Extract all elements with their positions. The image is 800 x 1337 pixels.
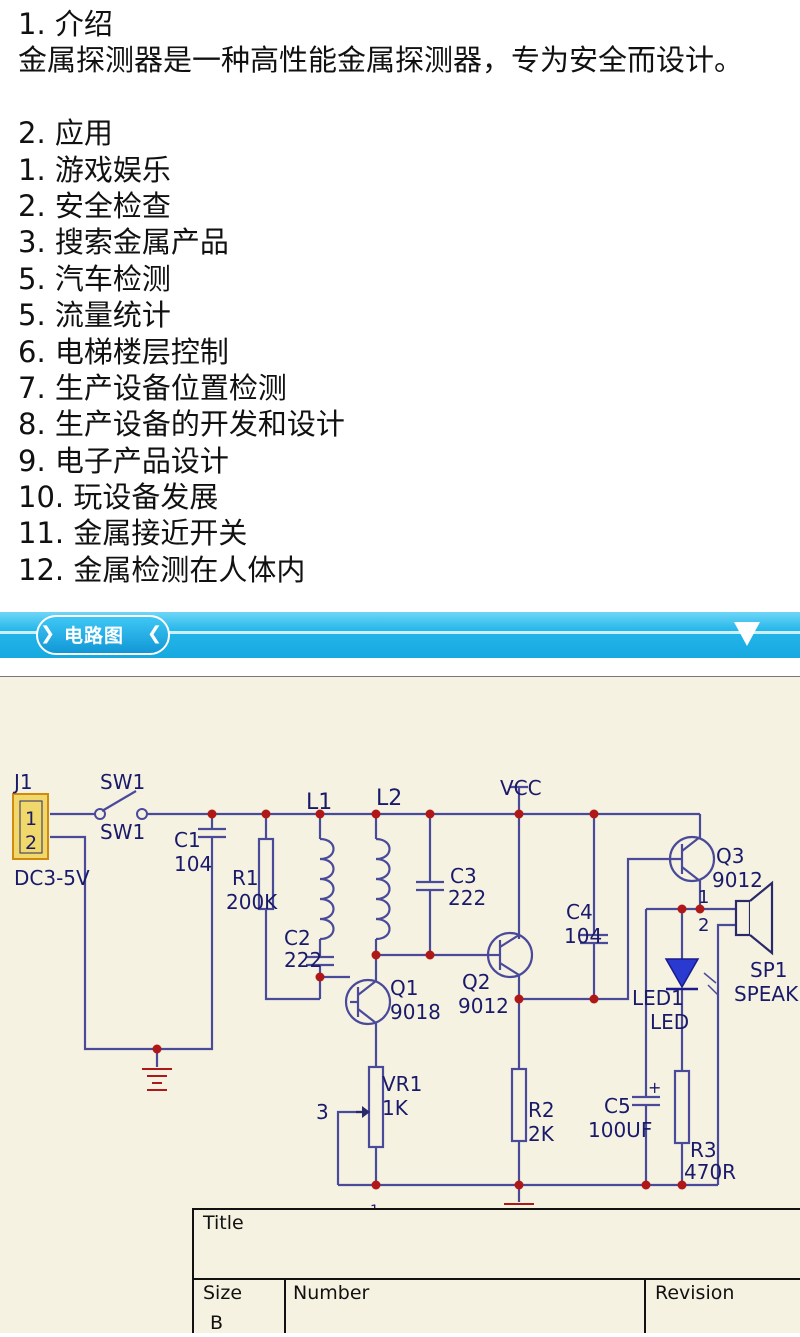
label-l2: L2 bbox=[376, 786, 402, 811]
label-led1: LED1 bbox=[632, 986, 684, 1010]
label-c3: C3 bbox=[450, 864, 477, 888]
label-q3: Q3 bbox=[716, 844, 744, 868]
label-vr1: VR1 bbox=[382, 1072, 422, 1096]
led-rays bbox=[703, 972, 719, 996]
label-c2: C2 bbox=[284, 926, 311, 950]
label-r3: R3 bbox=[690, 1138, 717, 1162]
text-content: 1. 介绍 金属探测器是一种高性能金属探测器，专为安全而设计。 2. 应用 1.… bbox=[18, 6, 798, 588]
section-banner: ❯ 电路图 ❮ bbox=[0, 612, 800, 658]
label-l1: L1 bbox=[306, 790, 332, 815]
label-r2: R2 bbox=[528, 1098, 555, 1122]
label-sw1-bottom: SW1 bbox=[100, 820, 145, 844]
intro-body: 金属探测器是一种高性能金属探测器，专为安全而设计。 bbox=[18, 43, 744, 78]
circuit-diagram: J1 1 2 DC3-5V SW1 SW1 C1 104 R1 200K L1 … bbox=[0, 676, 800, 1337]
list-item: 9. 电子产品设计 bbox=[18, 443, 229, 478]
component-labels: J1 1 2 DC3-5V SW1 SW1 C1 104 R1 200K L1 … bbox=[12, 770, 800, 1219]
label-vcc: VCC bbox=[500, 776, 542, 800]
label-r3-val: 470R bbox=[684, 1160, 736, 1184]
list-item: 12. 金属检测在人体内 bbox=[18, 552, 306, 587]
label-sp1: SP1 bbox=[750, 958, 787, 982]
label-vr1-val: 1K bbox=[382, 1096, 409, 1120]
speaker-cone bbox=[749, 880, 774, 956]
label-c2-val: 222 bbox=[284, 948, 322, 972]
label-r1: R1 bbox=[232, 866, 259, 890]
label-speaker: SPEAKER bbox=[734, 982, 800, 1006]
size-value: B bbox=[210, 1312, 223, 1333]
revision-label: Revision bbox=[655, 1282, 734, 1304]
chevron-right-icon: ❯ bbox=[40, 623, 56, 644]
wires bbox=[50, 785, 736, 1202]
list-item: 7. 生产设备位置检测 bbox=[18, 370, 287, 405]
list-item: 10. 玩设备发展 bbox=[18, 480, 219, 515]
title-block: Title Size Number Revision B bbox=[192, 1208, 800, 1337]
list-item: 11. 金属接近开关 bbox=[18, 516, 248, 551]
label-q2: Q2 bbox=[462, 970, 490, 994]
list-item: 5. 汽车检测 bbox=[18, 261, 171, 296]
list-item: 2. 安全检查 bbox=[18, 188, 171, 223]
list-item: 3. 搜索金属产品 bbox=[18, 225, 229, 260]
led-icon bbox=[664, 958, 700, 989]
switch-sw1 bbox=[94, 790, 148, 820]
label-c5-plus: + bbox=[648, 1078, 661, 1097]
label-r2-val: 2K bbox=[528, 1122, 555, 1146]
title-label: Title bbox=[202, 1212, 244, 1234]
banner-stripe bbox=[0, 631, 800, 634]
label-led: LED bbox=[650, 1010, 689, 1034]
label-c5: C5 bbox=[604, 1094, 631, 1118]
circuit-svg: J1 1 2 DC3-5V SW1 SW1 C1 104 R1 200K L1 … bbox=[12, 770, 800, 1337]
speaker-icon bbox=[734, 899, 752, 937]
label-sp-pin2: 2 bbox=[698, 915, 709, 936]
expand-triangle-icon[interactable] bbox=[734, 622, 760, 646]
label-q1-val: 9018 bbox=[390, 1000, 441, 1024]
list-item: 8. 生产设备的开发和设计 bbox=[18, 407, 345, 442]
banner-pill bbox=[36, 615, 170, 655]
list-item: 1. 游戏娱乐 bbox=[18, 152, 171, 187]
label-q1: Q1 bbox=[390, 976, 418, 1000]
list-item: 6. 电梯楼层控制 bbox=[18, 334, 229, 369]
label-sp-pin1: 1 bbox=[698, 887, 709, 908]
spacer bbox=[18, 79, 798, 115]
label-j1-pin1: 1 bbox=[25, 808, 37, 830]
connector-inner bbox=[19, 800, 43, 854]
label-c1-val: 104 bbox=[174, 852, 212, 876]
label-c4-val: 104 bbox=[564, 924, 602, 948]
label-r1-val: 200K bbox=[226, 890, 278, 914]
label-c5-val: 100UF bbox=[588, 1118, 652, 1142]
label-vr-pin3: 3 bbox=[316, 1100, 329, 1124]
number-label: Number bbox=[293, 1282, 370, 1304]
label-dc: DC3-5V bbox=[14, 866, 90, 890]
applications-heading: 2. 应用 bbox=[18, 116, 113, 151]
label-sw1-top: SW1 bbox=[100, 770, 145, 794]
label-j1-pin2: 2 bbox=[25, 832, 37, 854]
size-label: Size bbox=[203, 1282, 242, 1304]
banner-title: 电路图 bbox=[64, 625, 125, 647]
label-j1: J1 bbox=[12, 770, 33, 794]
junctions bbox=[152, 809, 705, 1190]
intro-heading: 1. 介绍 bbox=[18, 7, 113, 41]
label-c4: C4 bbox=[566, 900, 593, 924]
label-c3-val: 222 bbox=[448, 886, 486, 910]
list-item: 5. 流量统计 bbox=[18, 298, 171, 333]
vr1-arrow bbox=[362, 1106, 370, 1118]
label-q3-val: 9012 bbox=[712, 868, 763, 892]
label-c1: C1 bbox=[174, 828, 201, 852]
chevron-left-icon: ❮ bbox=[147, 623, 163, 644]
label-q2-val: 9012 bbox=[458, 994, 509, 1018]
